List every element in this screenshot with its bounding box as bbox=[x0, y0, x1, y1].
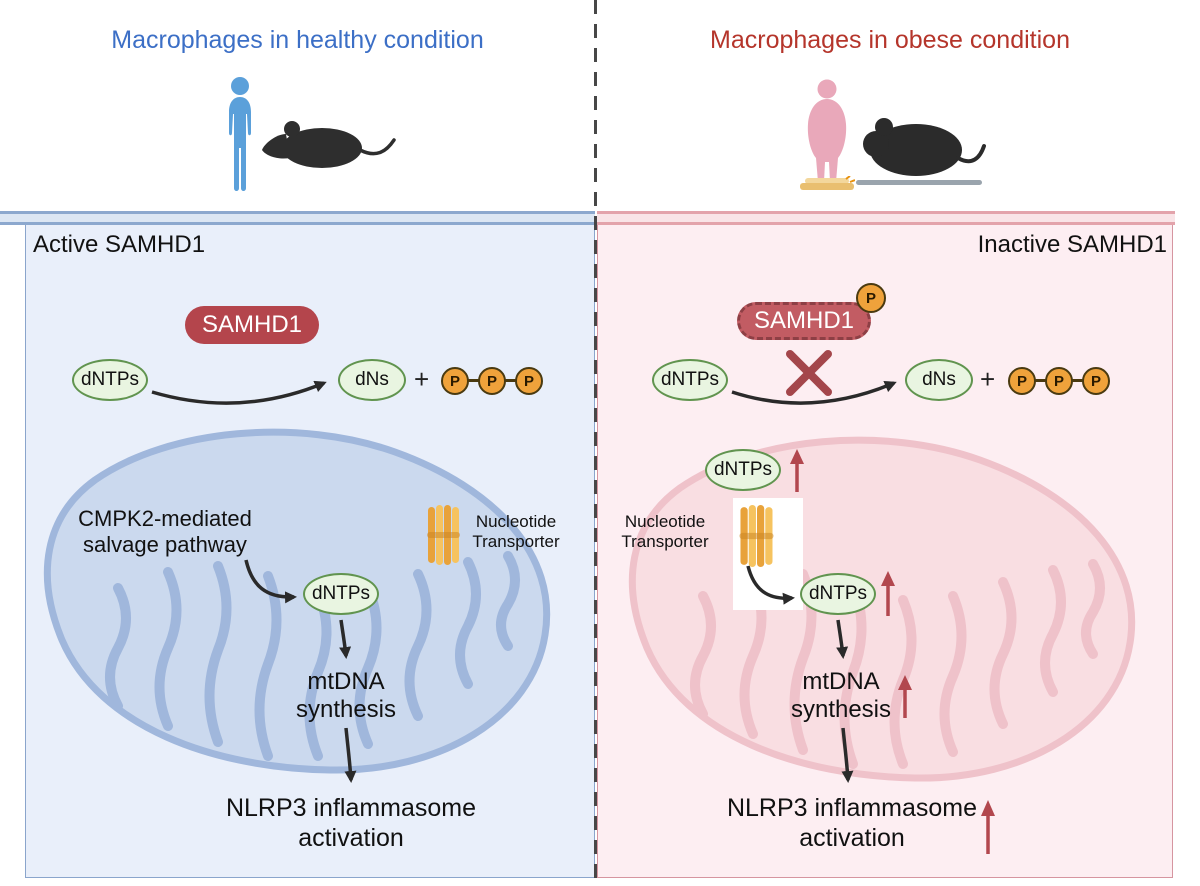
phosphate-icon: P bbox=[1045, 367, 1073, 395]
weighing-scale-icon bbox=[799, 175, 856, 192]
healthy-panel-top-bar bbox=[0, 211, 595, 225]
nucleotide-transporter-icon bbox=[427, 505, 461, 565]
samhd1-active-pill: SAMHD1 bbox=[185, 306, 319, 344]
obese-condition-title: Macrophages in obese condition bbox=[710, 26, 1070, 54]
salvage-to-dntps-arrow bbox=[244, 559, 297, 604]
mouse-icon bbox=[256, 104, 396, 176]
phosphate-badge: P bbox=[856, 283, 886, 313]
phosphate-icon: P bbox=[441, 367, 469, 395]
nlrp3-label-right: NLRP3 inflammasome activation bbox=[726, 794, 978, 852]
cmpk2-pathway-label: CMPK2-mediated salvage pathway bbox=[78, 506, 252, 557]
dntps-substrate-left: dNTPs bbox=[72, 359, 148, 401]
phosphate-icon: P bbox=[1082, 367, 1110, 395]
mtdna-synthesis-label-right: mtDNA synthesis bbox=[790, 668, 892, 724]
healthy-condition-title: Macrophages in healthy condition bbox=[111, 26, 484, 54]
flow-arrows bbox=[151, 380, 897, 783]
mtdna-to-nlrp3-arrow-left bbox=[344, 727, 357, 783]
dntps-mito-left: dNTPs bbox=[303, 573, 379, 615]
active-samhd1-label: Active SAMHD1 bbox=[33, 231, 206, 258]
obese-panel-top-bar bbox=[597, 211, 1175, 225]
transporter-label-right: Nucleotide Transporter bbox=[621, 512, 709, 552]
inactive-samhd1-label: Inactive SAMHD1 bbox=[977, 231, 1167, 258]
catalysis-arrow-right bbox=[731, 381, 897, 405]
dntps-to-mtdna-arrow-right bbox=[836, 619, 849, 659]
plus-sign-right: + bbox=[980, 364, 996, 394]
nucleotide-transporter-icon bbox=[739, 505, 775, 567]
dns-product-left: dNs bbox=[338, 359, 406, 401]
healthy-person-icon bbox=[220, 76, 260, 196]
dashed-divider bbox=[594, 0, 597, 886]
dns-product-right: dNs bbox=[905, 359, 973, 401]
catalysis-arrow-left bbox=[151, 380, 327, 405]
mitochondrion-right bbox=[628, 436, 1136, 782]
nlrp3-label-left: NLRP3 inflammasome activation bbox=[225, 794, 477, 852]
samhd1-inactive-pill: SAMHD1 bbox=[737, 302, 871, 340]
obese-mouse-icon bbox=[856, 102, 986, 188]
transporter-to-dntps-arrow bbox=[746, 565, 795, 605]
blocked-cross-icon bbox=[786, 350, 832, 396]
increase-arrow-icons bbox=[790, 449, 995, 854]
dntps-mito-right: dNTPs bbox=[800, 573, 876, 615]
cristae-left bbox=[105, 551, 520, 761]
dntps-substrate-right: dNTPs bbox=[652, 359, 728, 401]
plus-sign-left: + bbox=[414, 364, 430, 394]
dntps-to-mtdna-arrow-left bbox=[339, 619, 352, 659]
dntps-accumulated-right: dNTPs bbox=[705, 449, 781, 491]
transporter-label-left: Nucleotide Transporter bbox=[472, 512, 560, 552]
mtdna-to-nlrp3-arrow-right bbox=[841, 727, 854, 783]
phosphate-icon: P bbox=[478, 367, 506, 395]
obese-person-icon bbox=[797, 78, 857, 190]
mtdna-synthesis-label-left: mtDNA synthesis bbox=[295, 668, 397, 724]
phosphate-icon: P bbox=[515, 367, 543, 395]
phosphate-icon: P bbox=[1008, 367, 1036, 395]
